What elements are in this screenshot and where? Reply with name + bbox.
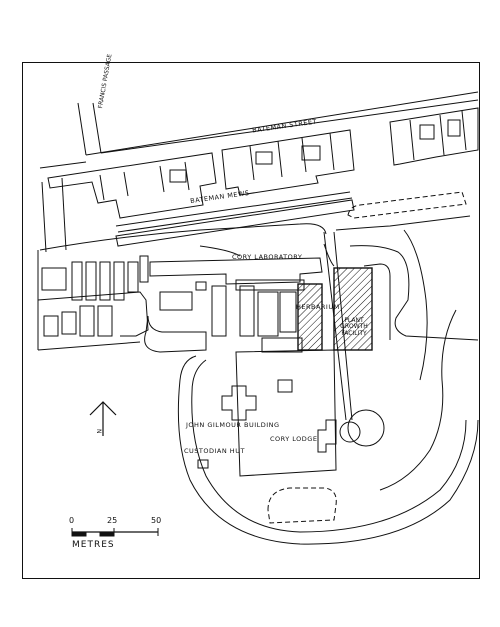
scale-tick-0: 0 — [69, 516, 75, 525]
site-boundary-path — [177, 309, 479, 545]
label-herbarium: HERBARIUM — [296, 303, 340, 311]
francis-passage-road — [77, 102, 102, 156]
scale-bar — [71, 528, 159, 537]
scale-unit-label: METRES — [72, 540, 115, 550]
scale-tick-50: 50 — [151, 516, 162, 525]
label-cory-laboratory: CORY LABORATORY — [232, 253, 303, 261]
label-custodian-hut: CUSTODIAN HUT — [184, 447, 245, 455]
bateman-mews-road — [115, 191, 355, 247]
central-path — [323, 231, 361, 443]
north-arrow-label: N — [96, 428, 104, 434]
label-john-gilmour-building: JOHN GILMOUR BUILDING — [186, 421, 280, 429]
edge-roads — [37, 177, 67, 350]
cory-lodge-building — [317, 409, 385, 453]
map-frame — [22, 62, 480, 579]
plant-growth-facility-building — [333, 267, 373, 351]
bateman-street-houses — [47, 107, 479, 219]
bateman-street-road — [39, 91, 479, 169]
label-cory-lodge: CORY LODGE — [270, 435, 318, 443]
western-buildings — [37, 255, 149, 351]
north-arrow-icon — [89, 401, 117, 436]
internal-roads — [39, 215, 479, 381]
parking-areas — [267, 191, 467, 524]
scale-tick-25: 25 — [107, 516, 118, 525]
custodian-hut-building — [197, 459, 209, 469]
label-plant-growth-facility: PLANT GROWTH FACILITY — [340, 317, 368, 337]
john-gilmour-building — [221, 337, 337, 477]
facility-annex — [363, 263, 391, 340]
